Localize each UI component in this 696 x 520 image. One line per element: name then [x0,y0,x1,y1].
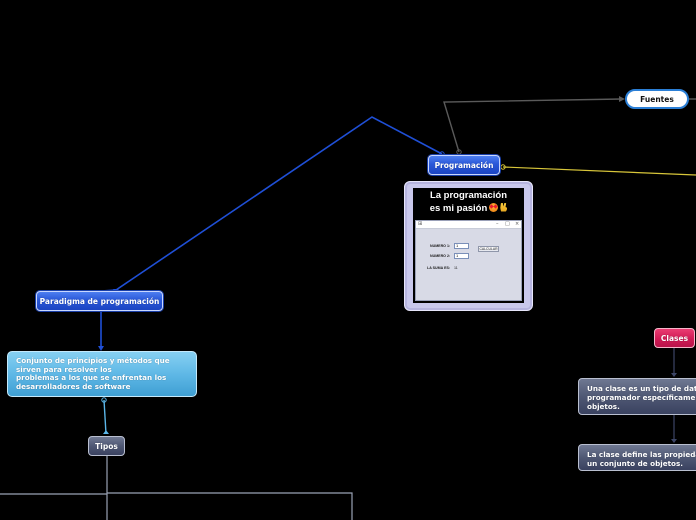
image-caption-line1: La programación [429,190,508,201]
node-clase-definicion-2[interactable]: La clase define las propiedad un conjunt… [578,444,696,471]
java-value-result: 11 [454,266,458,270]
java-label-num1: NUMERO 1: [430,244,451,248]
node-clase-definicion-2-line: un conjunto de objetos. [587,459,683,468]
node-conjunto[interactable]: Conjunto de principios y métodos que sir… [7,351,197,397]
java-label-num2: NUMERO 2: [430,254,451,258]
node-conjunto-line: desarrolladores de software [16,381,131,391]
node-conjunto-line: sirven para resolver los [16,364,112,374]
node-paradigma[interactable]: Paradigma de programación [36,291,163,311]
connector-programacion-paradigma [100,116,443,292]
java-input-num1: 1 [454,243,469,249]
connector-arrow-tipos [103,430,109,434]
connector-arrow-def1 [671,373,677,377]
node-tipos[interactable]: Tipos [88,436,125,456]
close-icon: × [515,221,520,227]
node-paradigma-label: Paradigma de programación [39,296,160,306]
node-clases[interactable]: Clases [654,328,695,348]
node-conjunto-line: Conjunto de principios y métodos que [16,356,170,365]
java-label-result: LA SUMA ES: [427,266,451,270]
connector-arrow-def2 [671,439,677,443]
star-struck-face-icon [489,202,499,212]
image-caption: La programación es mi pasión [413,190,524,215]
node-fuentes-label: Fuentes [640,94,674,104]
maximize-icon: □ [505,221,510,227]
node-clases-label: Clases [660,333,689,343]
image-caption-line2: es mi pasión [429,202,488,214]
node-clase-definicion-1-line: objetos. [587,402,620,411]
java-window-screenshot: ⊞ – □ × NUMERO 1: 1 CALCULAR NUMERO 2: 1… [415,220,522,301]
java-app-icon: ⊞ [418,221,423,227]
node-clase-definicion-2-line: La clase define las propiedad [587,450,696,459]
node-conjunto-line: problemas a los que se enfrentan los [16,373,167,382]
node-tipos-label: Tipos [95,441,118,451]
node-programacion[interactable]: Programación [428,155,500,175]
java-calcular-button: CALCULAR [478,246,499,252]
java-window-titlebar: ⊞ – □ × [416,221,521,229]
node-clase-definicion-1-line: Una clase es un tipo de dato [587,384,696,393]
connector-tipos-branch-right [107,492,353,520]
victory-hand-icon [500,202,508,212]
connector-anchor-programacion-yellow [500,164,506,170]
node-programacion-label: Programación [434,160,494,170]
connector-programacion-right [502,166,696,176]
connector-anchor-programacion-gray [456,149,462,155]
embedded-image: La programación es mi pasión ⊞ – □ × NUM… [413,188,524,303]
connector-anchor-conjunto [101,397,107,403]
connector-programacion-fuentes [443,98,623,153]
node-clase-definicion-1[interactable]: Una clase es un tipo de dato programador… [578,378,696,415]
connector-conjunto-tipos [103,399,107,435]
java-input-num2: 1 [454,253,469,259]
minimize-icon: – [496,221,499,227]
node-clase-definicion-1-line: programador específicamen [587,393,696,402]
image-node[interactable]: La programación es mi pasión ⊞ – □ × NUM… [404,181,533,311]
node-fuentes[interactable]: Fuentes [625,89,689,109]
